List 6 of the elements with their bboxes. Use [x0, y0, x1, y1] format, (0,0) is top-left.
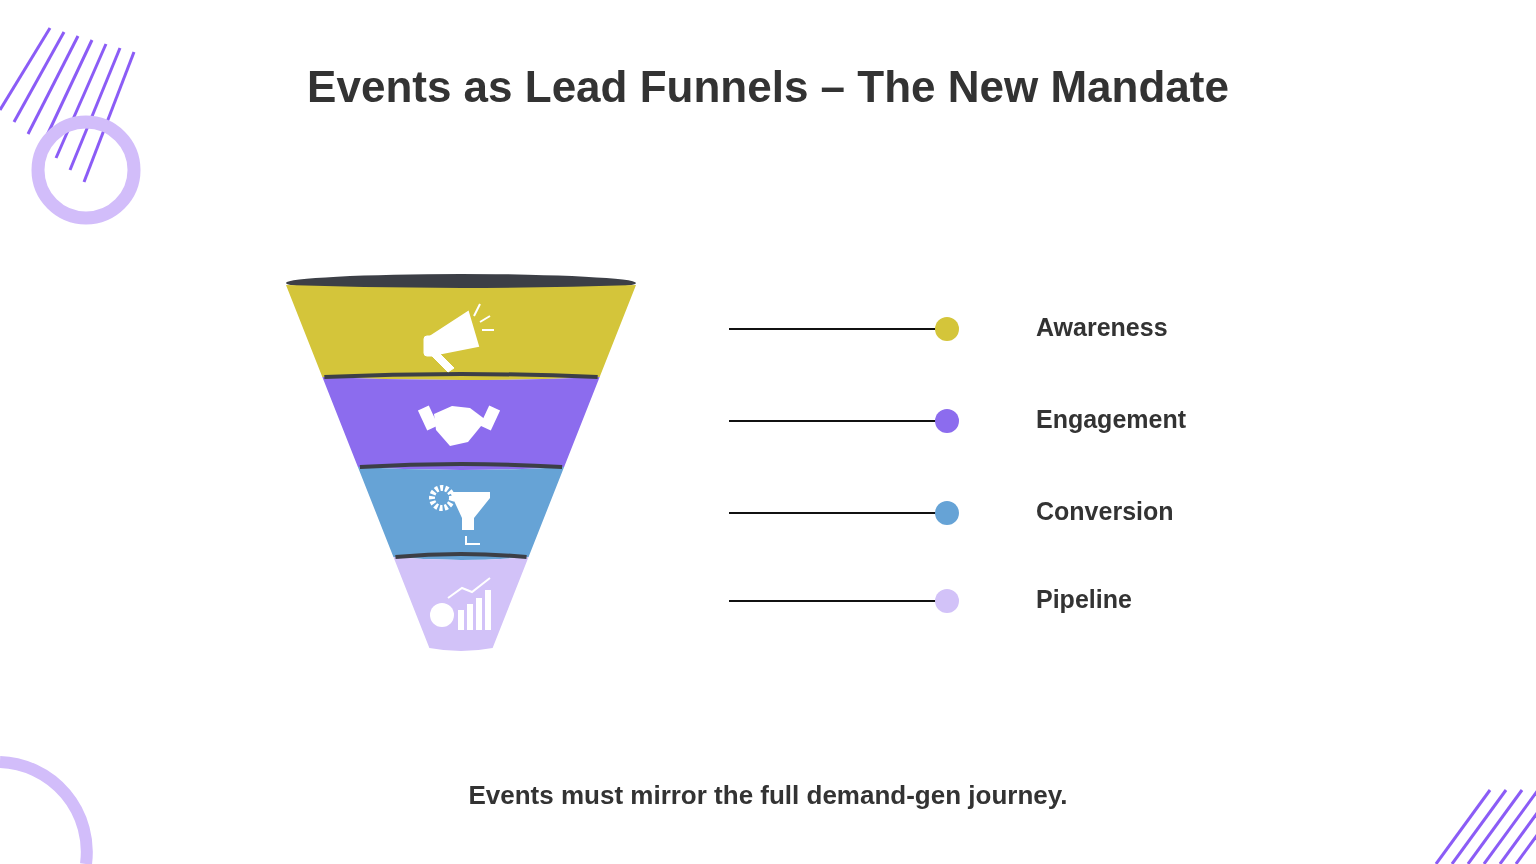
- caption: Events must mirror the full demand-gen journey.: [468, 780, 1068, 810]
- title: Events as Lead Funnels – The New Mandate: [307, 62, 1229, 111]
- stage-label: Engagement: [1036, 405, 1187, 434]
- stage-label: Conversion: [1036, 497, 1174, 526]
- stage-label: Pipeline: [1036, 585, 1132, 614]
- stage-label: Awareness: [1036, 313, 1168, 342]
